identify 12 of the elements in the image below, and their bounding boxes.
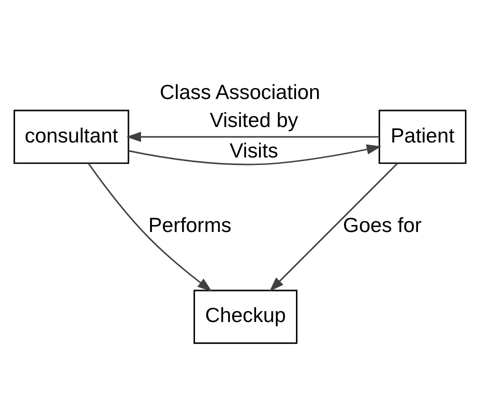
edge-label: Visits	[230, 140, 278, 163]
edge-label: Visited by	[210, 108, 298, 132]
node-box: Checkup	[194, 290, 298, 344]
edge-label: Goes for	[343, 214, 422, 238]
arrow	[128, 144, 382, 166]
edge-label: Performs	[148, 214, 232, 238]
arrow	[126, 132, 380, 142]
arrow	[88, 162, 212, 292]
node-box: Patient	[378, 110, 466, 164]
arrow	[269, 162, 398, 292]
diagram-title: Class Association	[160, 81, 320, 104]
node-box: consultant	[14, 110, 130, 164]
